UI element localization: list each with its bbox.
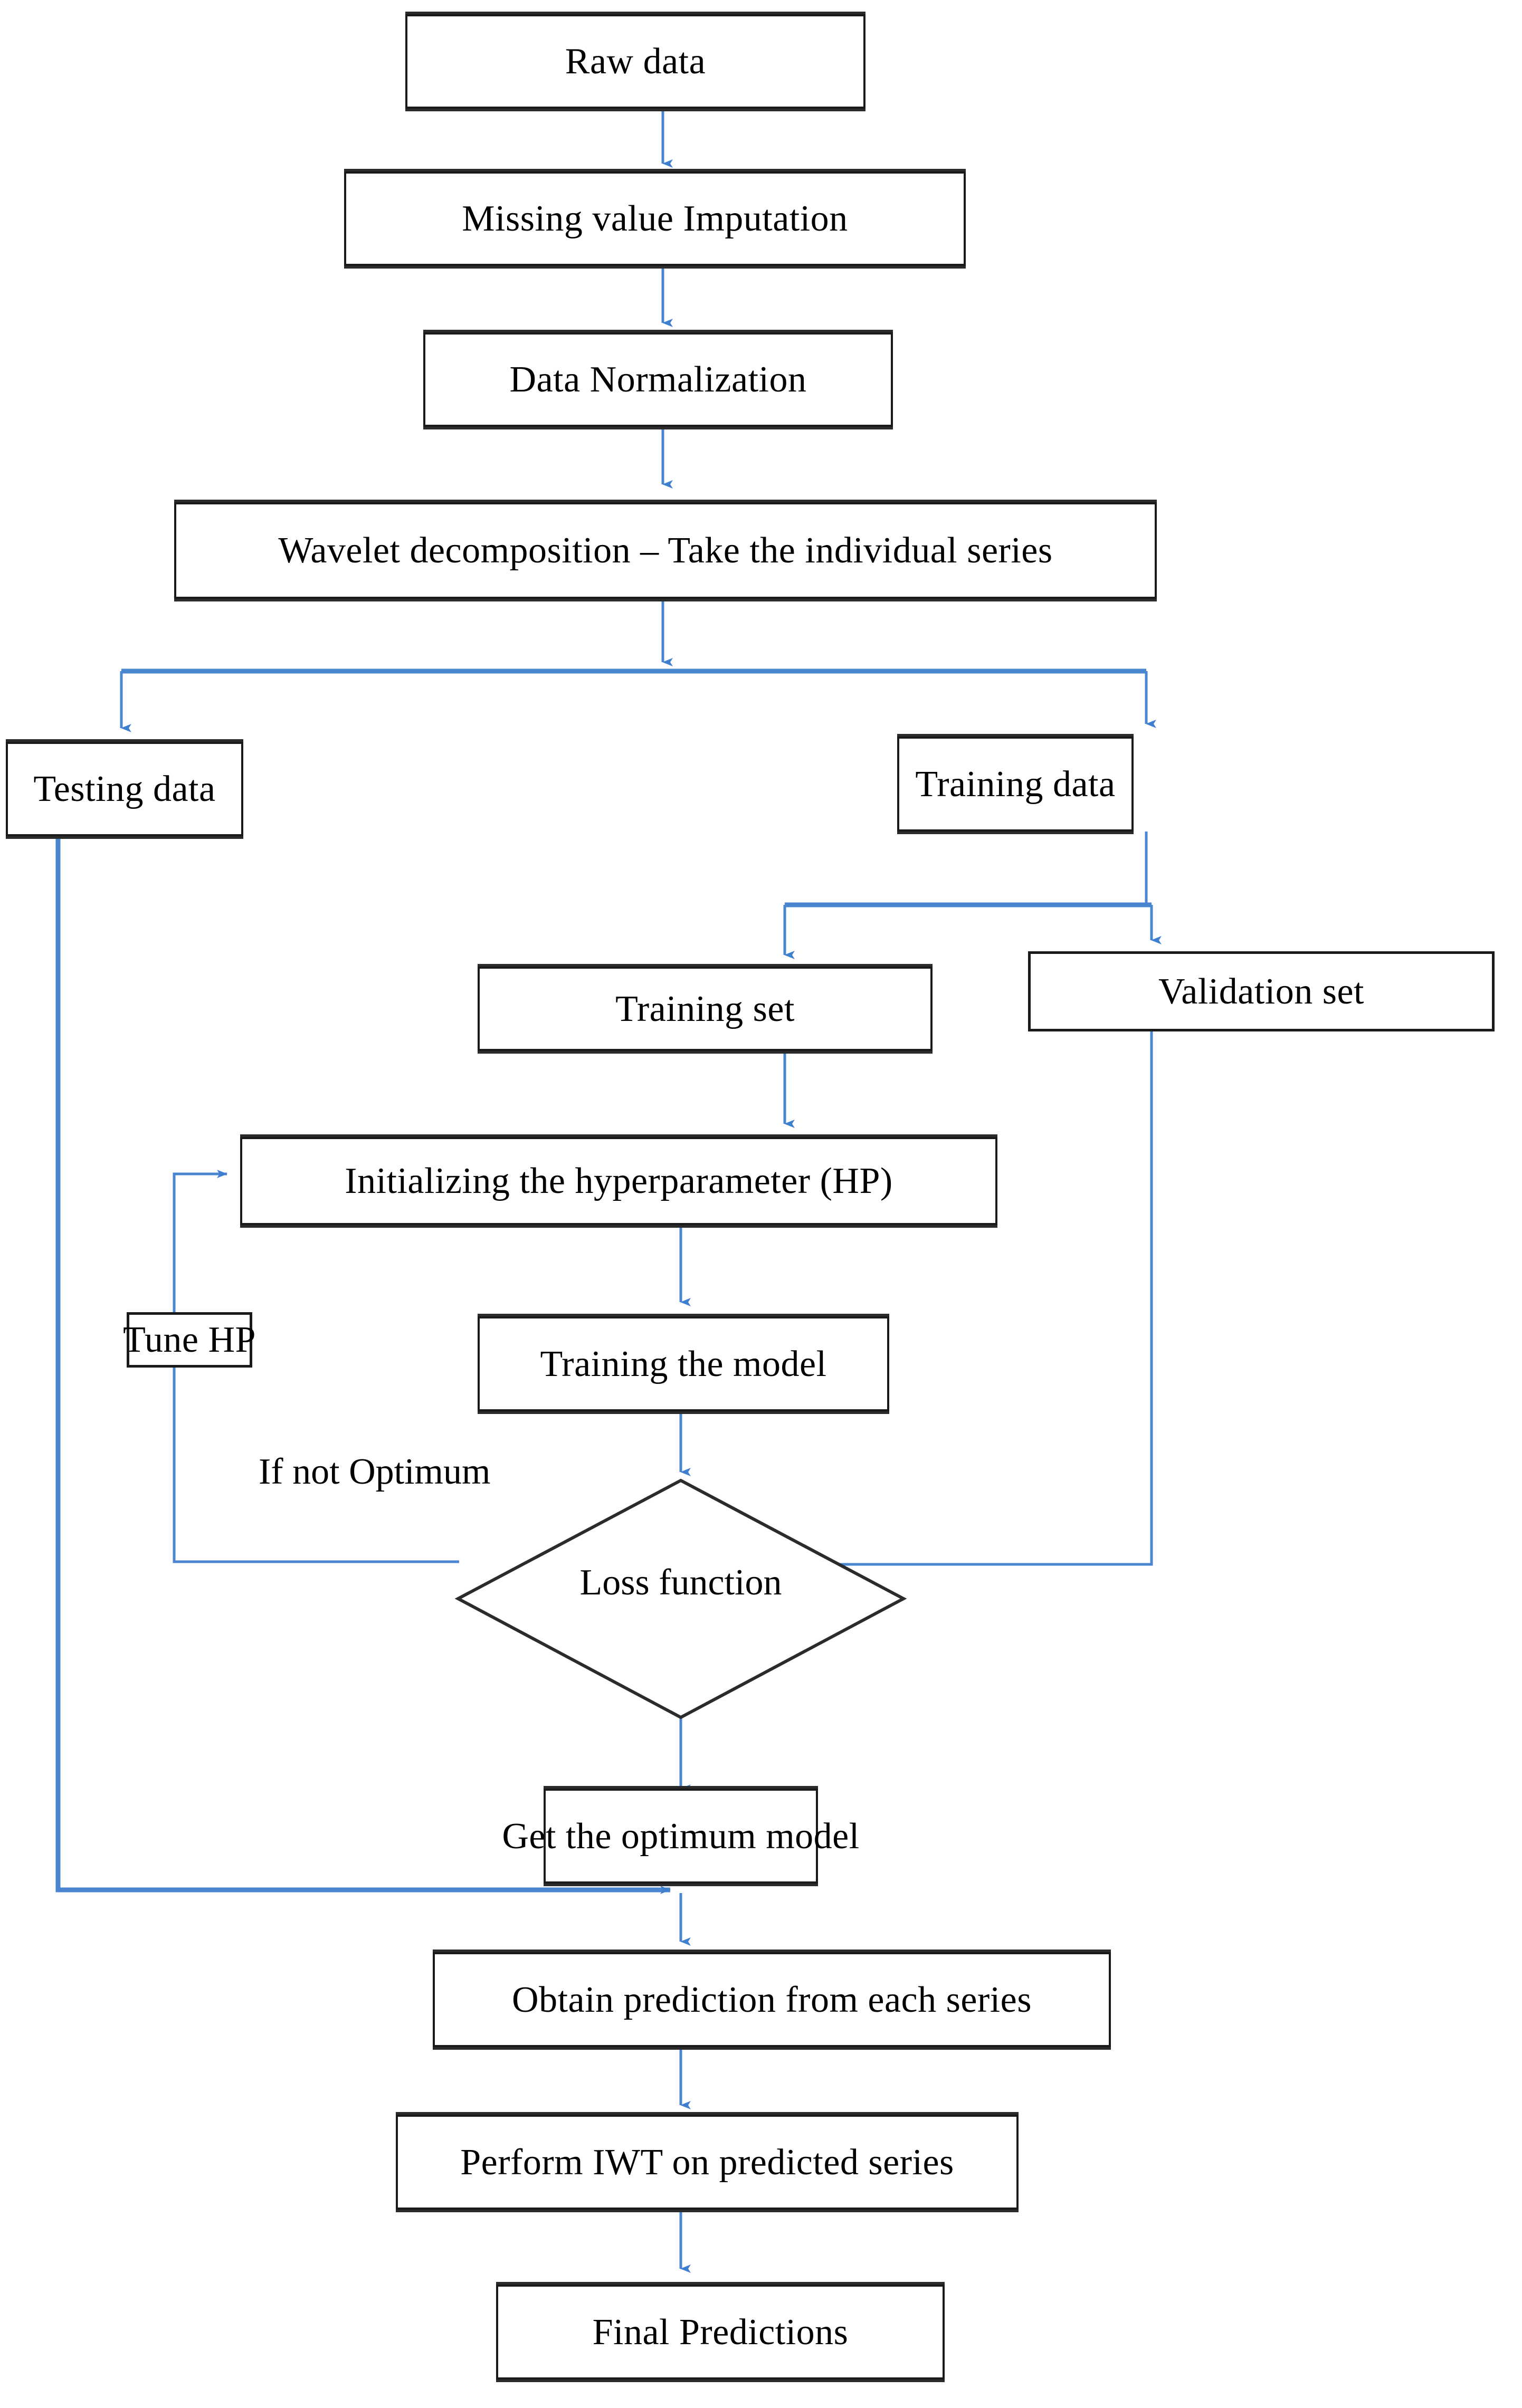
node-obtain-prediction-label: Obtain prediction from each series — [512, 1979, 1032, 2020]
edge-loss-to-tune-hp — [173, 1367, 459, 1563]
node-training-data-label: Training data — [915, 763, 1116, 805]
node-data-normalization[interactable]: Data Normalization — [423, 332, 893, 427]
node-loss-function-label: Loss function — [579, 1562, 782, 1603]
node-tune-hp-label: Tune HP — [123, 1320, 256, 1360]
node-training-set[interactable]: Training set — [478, 967, 933, 1051]
node-missing-value-imputation-label: Missing value Imputation — [462, 198, 848, 239]
node-testing-data-label: Testing data — [33, 769, 216, 809]
edge-tune-hp-to-init — [173, 1170, 227, 1312]
node-training-the-model-label: Training the model — [540, 1343, 827, 1384]
node-training-the-model[interactable]: Training the model — [478, 1316, 889, 1411]
node-get-optimum-model-label: Get the optimum model — [502, 1815, 860, 1857]
node-data-normalization-label: Data Normalization — [509, 359, 807, 400]
node-missing-value-imputation[interactable]: Missing value Imputation — [344, 171, 966, 266]
node-perform-iwt[interactable]: Perform IWT on predicted series — [396, 2115, 1019, 2210]
node-raw-data-label: Raw data — [565, 41, 706, 82]
node-final-predictions-label: Final Predictions — [592, 2311, 849, 2353]
node-tune-hp[interactable]: Tune HP — [123, 1312, 255, 1368]
node-wavelet-decomposition[interactable]: Wavelet decomposition – Take the individ… — [174, 502, 1157, 599]
node-obtain-prediction[interactable]: Obtain prediction from each series — [433, 1952, 1111, 2047]
edge-label-if-not-optimum: If not Optimum — [259, 1451, 491, 1492]
node-initializing-hyperparameter[interactable]: Initializing the hyperparameter (HP) — [240, 1137, 997, 1225]
node-initializing-hyperparameter-label: Initializing the hyperparameter (HP) — [345, 1161, 893, 1201]
node-get-optimum-model[interactable]: Get the optimum model — [502, 1789, 859, 1884]
node-validation-set-label: Validation set — [1158, 971, 1364, 1012]
node-wavelet-decomposition-label: Wavelet decomposition – Take the individ… — [278, 530, 1053, 571]
node-training-data[interactable]: Training data — [897, 737, 1134, 832]
node-testing-data[interactable]: Testing data — [6, 742, 243, 836]
node-validation-set[interactable]: Validation set — [1028, 951, 1495, 1031]
edge-validation-to-loss — [680, 993, 1153, 1569]
loss-function-diamond — [454, 1478, 907, 1719]
node-final-predictions[interactable]: Final Predictions — [496, 2285, 945, 2380]
edge-testing-to-obtain — [55, 837, 671, 1894]
node-perform-iwt-label: Perform IWT on predicted series — [460, 2142, 954, 2183]
node-training-set-label: Training set — [615, 988, 795, 1029]
node-raw-data[interactable]: Raw data — [405, 14, 865, 109]
